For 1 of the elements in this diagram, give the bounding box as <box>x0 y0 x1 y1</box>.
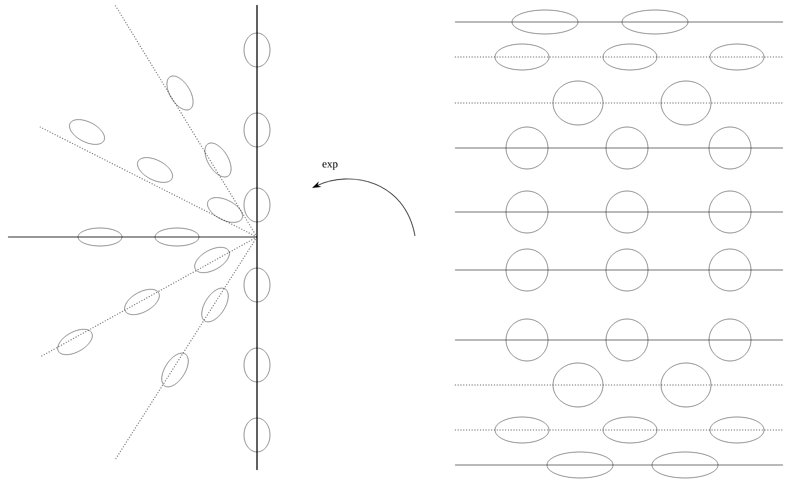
arrow-label: exp <box>322 162 338 170</box>
